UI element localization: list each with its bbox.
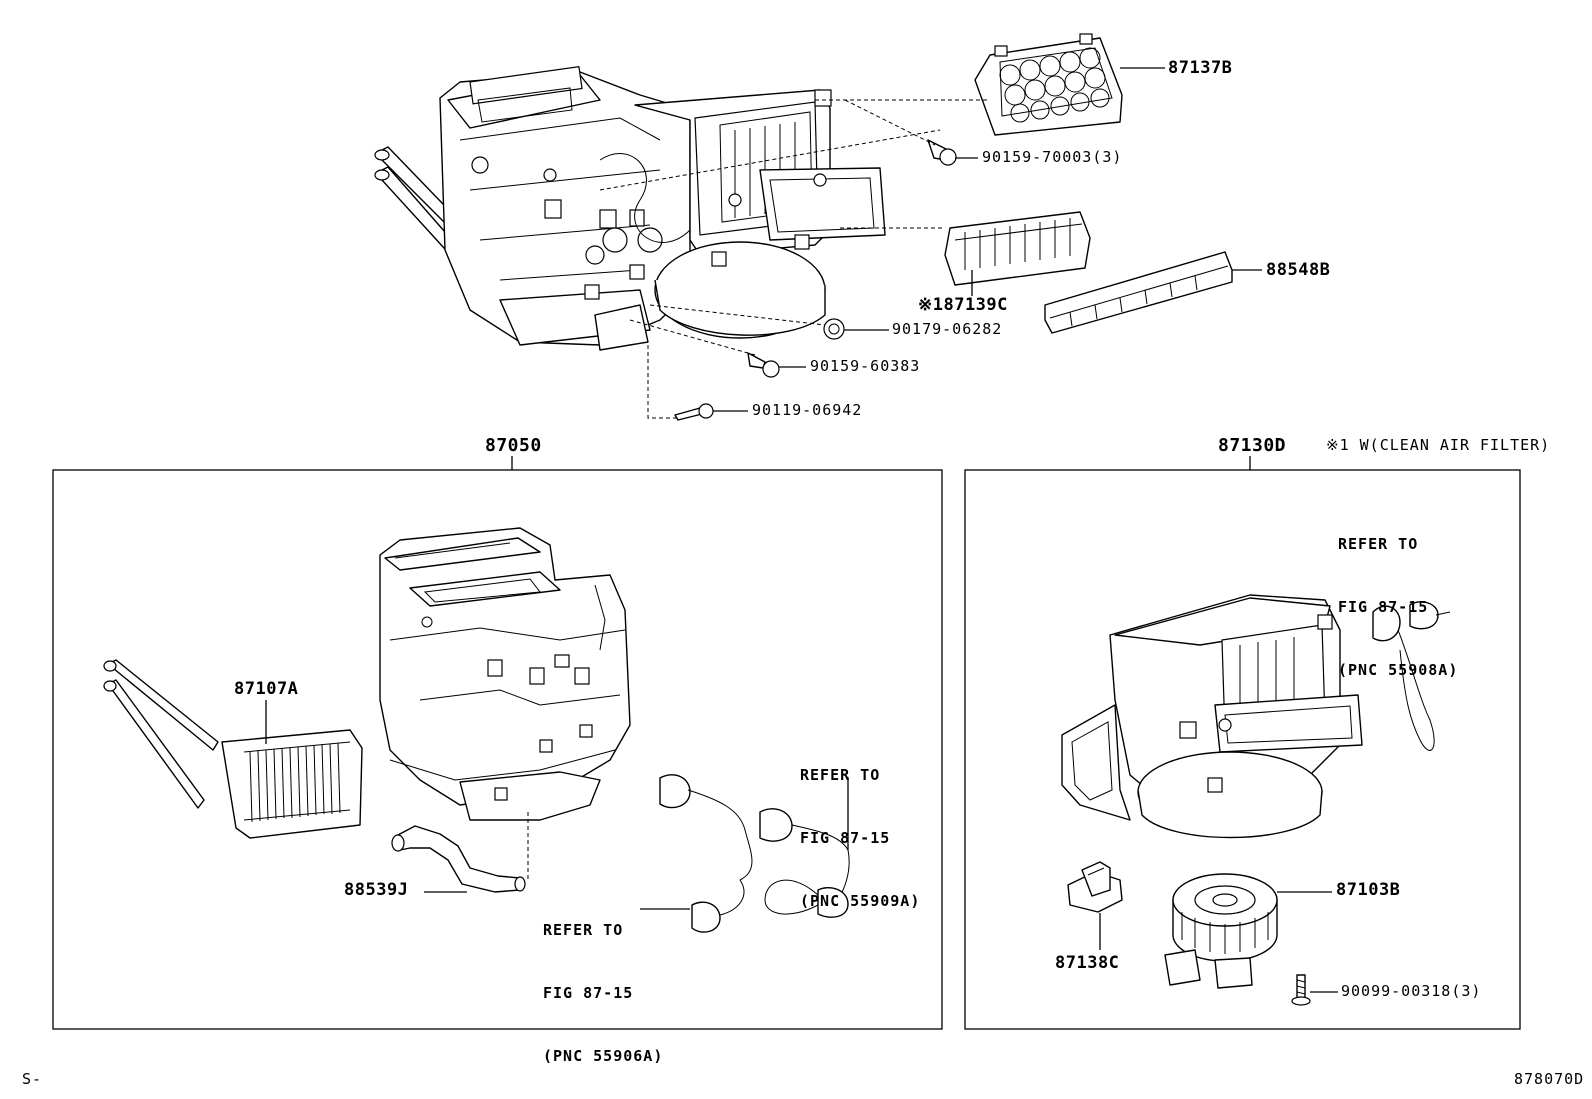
reference-55909A-line-2: FIG 87-15 [800,829,891,847]
reference-55909A-line-3: (PNC 55909A) [800,892,921,910]
sensor-55909A-illustration [759,808,850,918]
blower-unit-illustration [1061,594,1363,839]
label-87138C: 87138C [1055,953,1120,973]
reference-55908A-line-3: (PNC 55908A) [1338,661,1459,679]
label-88548B: 88548B [1266,260,1331,280]
sensor-55908A-illustration [1372,601,1451,751]
label-90159-70003: 90159-70003(3) [982,148,1123,166]
part-87139C-illustration [944,211,1091,286]
top-leader-lines [713,67,1262,412]
label-90099-00318: 90099-00318(3) [1341,982,1482,1000]
label-87050: 87050 [485,435,542,456]
assembly-box-87050 [52,456,943,1030]
label-87137B: 87137B [1168,58,1233,78]
part-87103B-illustration [1164,873,1278,989]
top-fasteners-illustration [674,139,957,421]
reference-55909A: REFER TO FIG 87-15 (PNC 55909A) [800,723,920,933]
sensor-55906A-illustration [659,774,753,933]
part-90099-00318-illustration [1291,974,1311,1006]
right-leader-lines [1099,891,1338,993]
label-87139C: ※187139C [918,295,1008,315]
assembly-box-87130D [964,456,1521,1030]
heater-case-illustration [379,527,631,821]
reference-55906A-line-2: FIG 87-15 [543,984,634,1002]
reference-55908A-line-1: REFER TO [1338,535,1419,553]
reference-55906A-line-1: REFER TO [543,921,624,939]
corner-label-left: S- [22,1070,43,1088]
reference-55909A-line-1: REFER TO [800,766,881,784]
top-dashed-guides [599,99,990,419]
label-87107A: 87107A [234,679,299,699]
reference-55908A-line-2: FIG 87-15 [1338,598,1429,616]
reference-55906A: REFER TO FIG 87-15 (PNC 55906A) [543,878,663,1088]
note-clean-air-filter: ※1 W(CLEAN AIR FILTER) [1326,436,1551,454]
part-87137B-illustration [974,33,1123,136]
label-90119-06942: 90119-06942 [752,401,863,419]
part-88539J-illustration [391,825,526,893]
part-87107A-illustration [103,659,363,839]
part-87138C-illustration [1067,861,1123,913]
part-88548B-illustration [1044,251,1233,334]
label-90159-60383: 90159-60383 [810,357,921,375]
label-87103B: 87103B [1336,880,1401,900]
label-87130D: 87130D [1218,435,1287,456]
reference-55908A: REFER TO FIG 87-15 (PNC 55908A) [1338,492,1458,702]
label-90179-06282: 90179-06282 [892,320,1003,338]
left-leader-lines [265,700,849,910]
label-88539J: 88539J [344,880,409,900]
assembly-top-illustration [374,66,886,351]
diagram-id: 878070D [1514,1070,1585,1088]
reference-55906A-line-3: (PNC 55906A) [543,1047,664,1065]
